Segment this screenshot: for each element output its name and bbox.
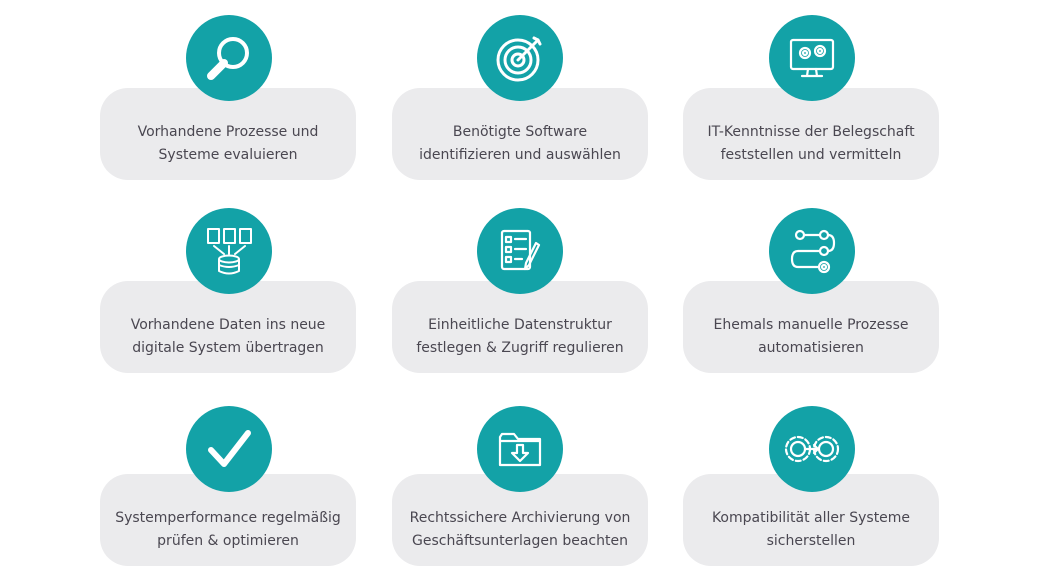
card-it-skills: IT-Kenntnisse der Belegschaft feststelle… (683, 88, 939, 180)
card-text: IT-Kenntnisse der Belegschaft feststelle… (683, 121, 939, 167)
card-text: Benötigte Software identifizieren und au… (392, 121, 648, 167)
card-line: Ehemals manuelle Prozesse (713, 317, 909, 333)
card-line: Vorhandene Prozesse und (137, 124, 319, 140)
card-line: automatisieren (758, 340, 864, 356)
card-line: Systeme evaluieren (158, 147, 298, 163)
card-text: Systemperformance regelmäßig prüfen & op… (100, 507, 356, 553)
card-text: Ehemals manuelle Prozesse automatisieren (683, 314, 939, 360)
card-line: prüfen & optimieren (157, 533, 299, 549)
documents-database-icon (186, 208, 272, 294)
card-line: IT-Kenntnisse der Belegschaft (707, 124, 915, 140)
card-software-selection: Benötigte Software identifizieren und au… (392, 88, 648, 180)
card-line: Einheitliche Datenstruktur (428, 317, 612, 333)
card-text: Rechtssichere Archivierung von Geschäfts… (392, 507, 648, 553)
monitor-gears-icon (769, 15, 855, 101)
card-line: Vorhandene Daten ins neue (130, 317, 326, 333)
card-line: Benötigte Software (452, 124, 588, 140)
checklist-icon (477, 208, 563, 294)
target-icon (477, 15, 563, 101)
card-text: Einheitliche Datenstruktur festlegen & Z… (392, 314, 648, 360)
card-archiving: Rechtssichere Archivierung von Geschäfts… (392, 474, 648, 566)
workflow-icon (769, 208, 855, 294)
magnifier-icon (186, 15, 272, 101)
card-line: identifizieren und auswählen (419, 147, 621, 163)
card-data-structure: Einheitliche Datenstruktur festlegen & Z… (392, 281, 648, 373)
card-line: Rechtssichere Archivierung von (409, 510, 631, 526)
card-line: digitale System übertragen (132, 340, 324, 356)
card-process-evaluation: Vorhandene Prozesse und Systeme evaluier… (100, 88, 356, 180)
card-line: feststellen und vermitteln (720, 147, 902, 163)
card-text: Kompatibilität aller Systeme sicherstell… (683, 507, 939, 553)
card-line: sicherstellen (766, 533, 856, 549)
card-text: Vorhandene Prozesse und Systeme evaluier… (100, 121, 356, 167)
checkmark-icon (186, 406, 272, 492)
card-text: Vorhandene Daten ins neue digitale Syste… (100, 314, 356, 360)
folder-download-icon (477, 406, 563, 492)
card-line: festlegen & Zugriff regulieren (416, 340, 624, 356)
card-data-migration: Vorhandene Daten ins neue digitale Syste… (100, 281, 356, 373)
card-line: Systemperformance regelmäßig (115, 510, 341, 526)
card-automation: Ehemals manuelle Prozesse automatisieren (683, 281, 939, 373)
card-line: Kompatibilität aller Systeme (711, 510, 911, 526)
card-line: Geschäftsunterlagen beachten (412, 533, 628, 549)
gears-compatibility-icon (769, 406, 855, 492)
